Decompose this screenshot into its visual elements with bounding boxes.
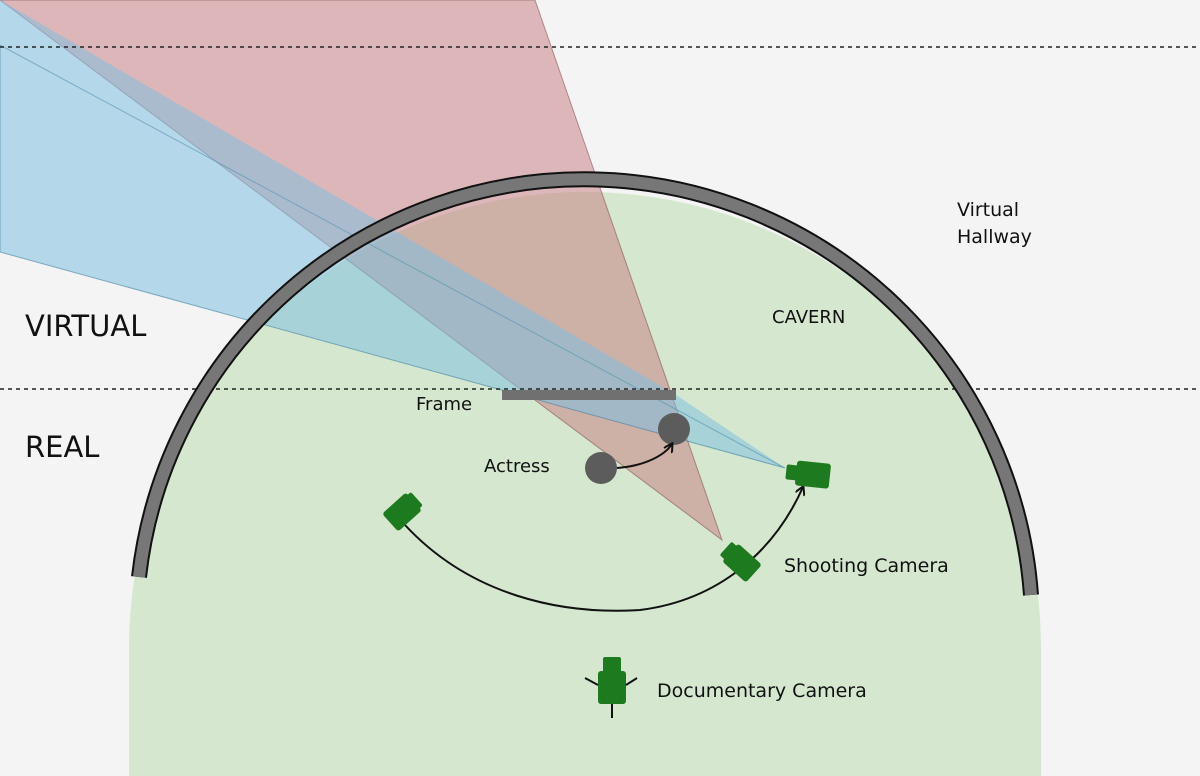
camera-start-icon [383,492,423,531]
cavern-label: CAVERN [772,307,845,328]
actress-position-start [585,452,617,484]
frame-bar [502,390,676,400]
actress-move-arrow [616,444,672,469]
cavern-wall-inner [133,173,1037,596]
blue-frustum-extra [0,0,785,468]
shooting-camera-icon [720,542,761,582]
actress-label: Actress [484,456,550,477]
documentary-camera-icon [584,657,638,718]
virtual-label: VIRTUAL [25,309,146,343]
frame-label: Frame [416,394,472,415]
shooting-camera-label: Shooting Camera [784,555,949,577]
virtual-hallway-label-line1: Virtual [957,199,1019,221]
documentary-camera-label: Documentary Camera [657,680,867,702]
real-label: REAL [25,430,99,464]
virtual-hallway-label-line2: Hallway [957,226,1032,248]
actress-position-end [658,413,690,445]
camera-path-arrow [404,487,803,612]
camera-end-icon [785,460,831,489]
